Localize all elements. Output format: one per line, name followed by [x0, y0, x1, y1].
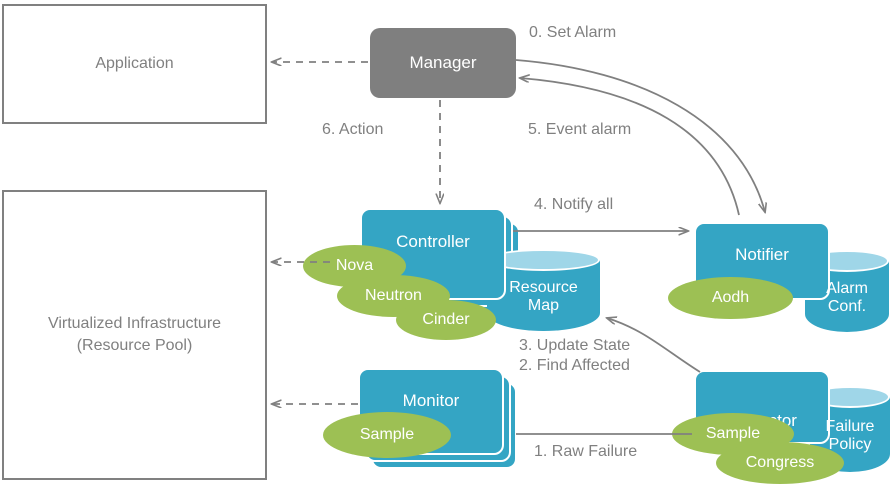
virtualized-infrastructure-box: Virtualized Infrastructure (Resource Poo… [2, 190, 267, 480]
pill-sample-monitor[interactable]: Sample [323, 412, 451, 458]
alarm-conf-label: Alarm Conf. [826, 279, 868, 315]
alarm-conf-cylinder: Alarm Conf. [805, 250, 889, 332]
pill-congress[interactable]: Congress [716, 442, 844, 484]
monitor-label: Monitor [402, 390, 460, 410]
label-step-6: 6. Action [322, 121, 384, 138]
label-step-1: 1. Raw Failure [534, 443, 638, 460]
pill-congress-label: Congress [745, 454, 815, 471]
application-label: Application [95, 55, 174, 73]
pill-aodh[interactable]: Aodh [668, 277, 793, 319]
virtualized-infrastructure-label: Virtualized Infrastructure (Resource Poo… [47, 315, 222, 354]
resource-map-label: Resource Map [509, 278, 578, 314]
pill-aodh-label: Aodh [711, 289, 750, 306]
pill-neutron-label: Neutron [365, 287, 422, 304]
label-step-5: 5. Event alarm [528, 121, 632, 138]
label-step-4: 4. Notify all [534, 196, 614, 213]
failure-policy-cylinder: Failure Policy [810, 386, 890, 472]
manager-box[interactable]: Manager [370, 28, 516, 98]
pill-cinder-label: Cinder [422, 311, 470, 328]
failure-policy-label: Failure Policy [825, 417, 875, 453]
pill-cinder[interactable]: Cinder [396, 300, 496, 340]
manager-label: Manager [409, 53, 477, 72]
label-step-0: 0. Set Alarm [529, 24, 617, 41]
pill-sample-inspector-label: Sample [705, 425, 761, 442]
resource-map-cylinder: Resource Map [487, 249, 600, 331]
pill-sample-monitor-label: Sample [359, 426, 415, 443]
application-box: Application [2, 4, 267, 124]
pill-nova-label: Nova [335, 257, 374, 274]
label-step-3-2: 3. Update State 2. Find Affected [519, 337, 631, 374]
notifier-label: Notifier [735, 245, 789, 264]
controller-label: Controller [396, 232, 470, 251]
